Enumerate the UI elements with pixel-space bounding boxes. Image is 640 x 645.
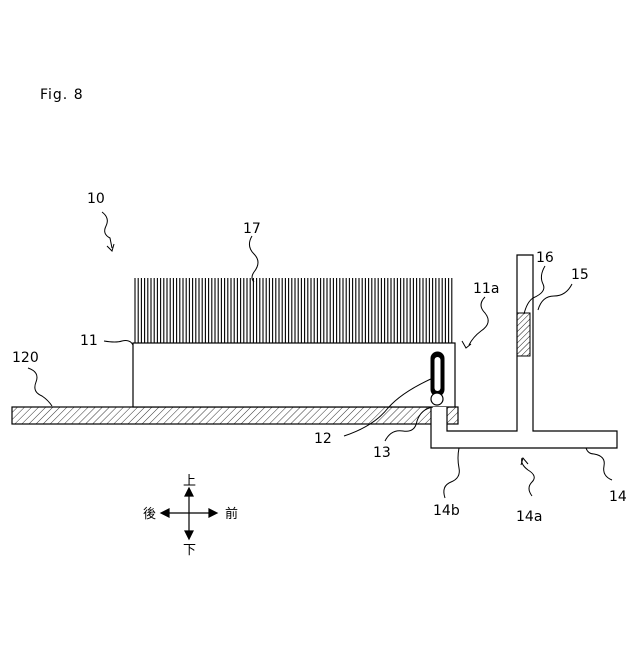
element-12-highlight: [435, 357, 441, 391]
arrow-left-icon: [161, 509, 169, 517]
leader-10-arrow: [107, 244, 114, 251]
label-14a: 14a: [516, 509, 542, 525]
arrow-right-icon: [209, 509, 217, 517]
leader-15: [538, 284, 572, 310]
label-11: 11: [80, 333, 98, 349]
label-14: 14: [609, 489, 627, 505]
arrow-up-icon: [185, 488, 193, 496]
leader-11a: [469, 297, 488, 345]
brush-17: [135, 278, 452, 343]
floor-120: [12, 407, 458, 424]
pin-13: [431, 393, 443, 405]
leader-14: [586, 448, 612, 480]
element-16: [517, 313, 530, 356]
leader-11: [104, 341, 133, 346]
label-17: 17: [243, 221, 261, 237]
direction-down: 下: [183, 543, 196, 558]
leader-11a-arrow: [462, 341, 471, 348]
label-15: 15: [571, 267, 589, 283]
leader-14b: [444, 448, 459, 498]
leader-10: [102, 212, 112, 248]
label-14b: 14b: [433, 503, 460, 519]
direction-indicator: [161, 488, 217, 539]
label-13: 13: [373, 445, 391, 461]
arrow-down-icon: [185, 531, 193, 539]
label-12: 12: [314, 431, 332, 447]
leader-17: [249, 236, 258, 282]
label-120: 120: [12, 350, 39, 366]
label-11a: 11a: [473, 281, 499, 297]
direction-front: 前: [225, 506, 238, 522]
figure-title: Fig. 8: [40, 87, 84, 103]
body-11: [133, 343, 455, 407]
leader-120: [28, 368, 52, 406]
direction-up: 上: [183, 474, 196, 489]
label-10: 10: [87, 191, 105, 207]
direction-back: 後: [143, 507, 156, 522]
label-16: 16: [536, 250, 554, 266]
